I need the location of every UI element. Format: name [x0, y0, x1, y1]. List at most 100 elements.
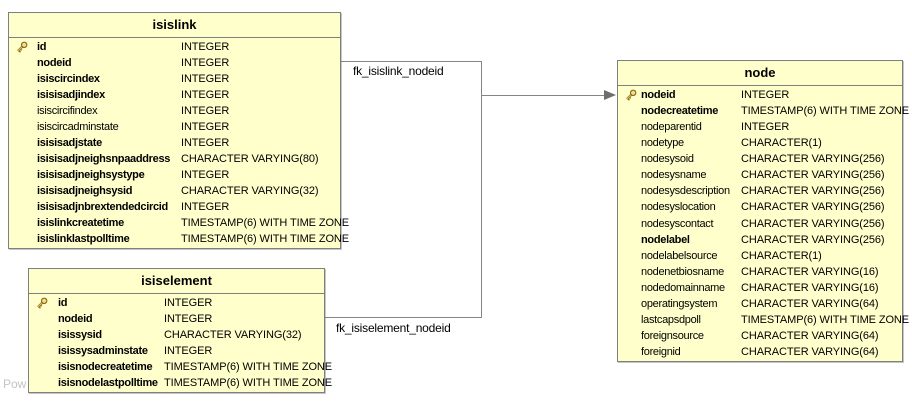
key-cell: [624, 297, 641, 311]
column-name: nodetype: [641, 137, 684, 150]
column-name: nodelabel: [641, 233, 690, 246]
column-type: CHARACTER VARYING(64): [741, 297, 879, 310]
column-name: nodelabelsource: [641, 249, 718, 262]
table-row: nodeid INTEGER: [9, 55, 340, 71]
key-cell: [35, 296, 58, 310]
column-type: CHARACTER VARYING(32): [164, 329, 302, 341]
key-cell: [624, 281, 641, 295]
key-cell: [15, 40, 37, 54]
table-row: isisisadjneighsystype INTEGER: [9, 167, 340, 183]
column-name: operatingsystem: [641, 297, 718, 310]
table-title: isislink: [9, 13, 340, 38]
key-cell: [15, 216, 37, 230]
column-name: isisisadjneighsystype: [37, 169, 145, 181]
column-name: foreignid: [641, 346, 681, 359]
table-row: foreignid CHARACTER VARYING(64): [618, 344, 902, 360]
column-type: CHARACTER VARYING(256): [741, 233, 885, 246]
column-name: nodesyslocation: [641, 201, 716, 214]
column-type: TIMESTAMP(6) WITH TIME ZONE: [164, 377, 332, 389]
table-row: isisisadjstate INTEGER: [9, 135, 340, 151]
column-name: isiscircadminstate: [37, 121, 119, 133]
table-row: nodesysoid CHARACTER VARYING(256): [618, 151, 902, 167]
column-name: nodedomainname: [641, 281, 725, 294]
table-rows: nodeid INTEGER nodecreatetime TIMESTAMP(…: [618, 86, 909, 361]
column-type: INTEGER: [181, 137, 230, 149]
watermark-text: Pow: [3, 377, 27, 391]
key-cell: [15, 56, 37, 70]
table-row: isiscircindex INTEGER: [9, 71, 340, 87]
table-row: isisisadjindex INTEGER: [9, 87, 340, 103]
key-cell: [624, 120, 641, 134]
table-row: operatingsystem CHARACTER VARYING(64): [618, 296, 902, 312]
primary-key-icon: [37, 297, 48, 309]
key-cell: [15, 88, 37, 102]
column-name: isisnodecreatetime: [58, 361, 153, 373]
table-row: nodetype CHARACTER(1): [618, 135, 902, 151]
column-name: nodesyscontact: [641, 217, 714, 230]
relation-line-to-node: [481, 95, 605, 96]
table-row: isissysid CHARACTER VARYING(32): [29, 327, 324, 343]
column-type: INTEGER: [181, 105, 230, 117]
table-row: nodenetbiosname CHARACTER VARYING(16): [618, 264, 902, 280]
key-cell: [15, 232, 37, 246]
table-row: nodeparentid INTEGER: [618, 119, 902, 135]
column-name: isislinklastpolltime: [37, 233, 130, 245]
entity-table-isislink[interactable]: isislink id INTEGER: [8, 12, 349, 249]
column-name: nodesysdescription: [641, 185, 730, 198]
table-row: nodecreatetime TIMESTAMP(6) WITH TIME ZO…: [618, 103, 909, 119]
column-name: nodeid: [58, 313, 93, 325]
column-name: isisnodelastpolltime: [58, 377, 158, 389]
column-type: INTEGER: [181, 57, 230, 69]
column-type: CHARACTER(1): [741, 249, 822, 262]
key-cell: [624, 168, 641, 182]
key-cell: [624, 136, 641, 150]
key-cell: [624, 104, 641, 118]
column-type: CHARACTER VARYING(16): [741, 281, 879, 294]
table-row: id INTEGER: [29, 295, 324, 311]
key-cell: [624, 152, 641, 166]
column-type: INTEGER: [181, 121, 230, 133]
key-cell: [15, 104, 37, 118]
column-type: TIMESTAMP(6) WITH TIME ZONE: [181, 217, 349, 229]
key-cell: [624, 217, 641, 231]
table-row: foreignsource CHARACTER VARYING(64): [618, 328, 902, 344]
column-type: CHARACTER VARYING(80): [181, 153, 319, 165]
key-cell: [35, 328, 58, 342]
relation-arrowhead-icon: [604, 90, 616, 100]
entity-table-node[interactable]: node nodeid INTEGER: [617, 60, 909, 362]
key-cell: [35, 360, 58, 374]
key-cell: [15, 184, 37, 198]
table-row: isisisadjneighsysid CHARACTER VARYING(32…: [9, 183, 340, 199]
column-name: nodeid: [641, 89, 676, 102]
key-cell: [624, 200, 641, 214]
table-row: isiscircifindex INTEGER: [9, 103, 340, 119]
table-title: isiselement: [29, 269, 324, 294]
column-type: INTEGER: [164, 345, 213, 357]
key-cell: [624, 329, 641, 343]
column-name: id: [58, 297, 68, 309]
column-type: INTEGER: [181, 89, 230, 101]
column-name: nodesysname: [641, 169, 707, 182]
relation-label-fk-isislink-nodeid: fk_isislink_nodeid: [353, 64, 444, 78]
key-cell: [15, 136, 37, 150]
primary-key-icon: [17, 41, 28, 53]
entity-table-isiselement[interactable]: isiselement id INTEGER: [28, 268, 332, 393]
column-type: CHARACTER(1): [741, 137, 822, 150]
table-row: nodesysdescription CHARACTER VARYING(256…: [618, 183, 902, 199]
key-cell: [15, 152, 37, 166]
column-name: isisisadjstate: [37, 137, 102, 149]
key-cell: [35, 312, 58, 326]
table-row: isiscircadminstate INTEGER: [9, 119, 340, 135]
column-name: id: [37, 41, 47, 53]
column-name: isiscircindex: [37, 73, 100, 85]
column-name: isisisadjneighsnpaaddress: [37, 153, 171, 165]
table-row: id INTEGER: [9, 39, 340, 55]
table-row: isisisadjneighsnpaaddress CHARACTER VARY…: [9, 151, 340, 167]
column-name: isislinkcreatetime: [37, 217, 124, 229]
key-cell: [15, 168, 37, 182]
table-row: nodelabelsource CHARACTER(1): [618, 248, 902, 264]
column-name: isiscircifindex: [37, 105, 98, 117]
table-row: isisnodelastpolltime TIMESTAMP(6) WITH T…: [29, 375, 332, 391]
key-cell: [624, 265, 641, 279]
